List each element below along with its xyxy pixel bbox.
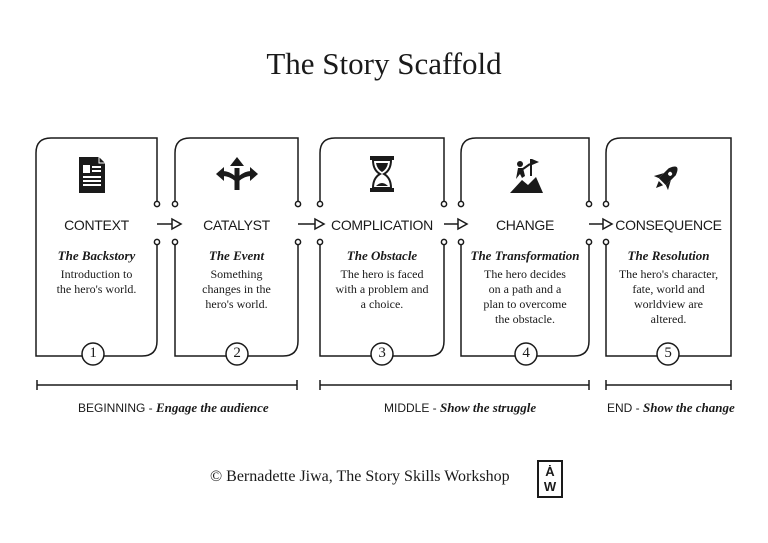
step-label-complication: COMPLICATION (331, 217, 433, 233)
connector-dot (316, 238, 324, 246)
arrow-icon (157, 217, 183, 231)
document-icon (79, 157, 105, 193)
connector-dot (153, 238, 161, 246)
phase-bracket-end (605, 380, 732, 390)
card-outline-4 (460, 137, 590, 357)
connector-dot (457, 200, 465, 208)
connector-dot (316, 200, 324, 208)
phase-beginning: BEGINNING - Engage the audience (78, 400, 269, 415)
connector-dot (440, 200, 448, 208)
step-subtitle: The Obstacle (346, 248, 418, 263)
phase-bracket-beginning (36, 380, 298, 390)
connector-dot (171, 238, 179, 246)
arrow-icon (444, 217, 469, 231)
rocket-icon (653, 166, 678, 191)
step-label-consequence: CONSEQUENCE (615, 217, 722, 233)
step-number: 1 (89, 345, 97, 361)
connector-dot (171, 200, 179, 208)
card-outline-1 (35, 137, 158, 357)
crossroads-arrows-icon (216, 157, 258, 190)
connector-dot (440, 238, 448, 246)
phase-bracket-middle (319, 380, 590, 390)
step-number-circle (656, 342, 680, 366)
copyright-footer: © Bernadette Jiwa, The Story Skills Work… (210, 468, 510, 485)
step-number-circle (81, 342, 105, 366)
phase-middle: MIDDLE - Show the struggle (384, 400, 537, 415)
step-subtitle: The Resolution (627, 248, 710, 263)
connector-dot (602, 238, 610, 246)
climber-flag-icon (510, 159, 543, 193)
step-number-circle (225, 342, 249, 366)
step-subtitle: The Backstory (57, 248, 136, 263)
card-outline-5 (605, 137, 732, 357)
step-subtitle: The Event (208, 248, 265, 263)
phase-end: END - Show the change (607, 400, 735, 415)
connector-dot (294, 238, 302, 246)
aw-logo: Ȧ W (537, 460, 563, 498)
step-number-circle (370, 342, 394, 366)
arrow-icon (298, 217, 326, 231)
card-outline-3 (319, 137, 445, 357)
connector-dot (294, 200, 302, 208)
step-number-circle (514, 342, 538, 366)
step-number: 4 (522, 345, 530, 361)
connector-dot (585, 200, 593, 208)
step-label-context: CONTEXT (64, 217, 129, 233)
step-number: 5 (664, 345, 672, 361)
step-number: 2 (233, 345, 241, 361)
hourglass-icon (370, 156, 394, 192)
step-subtitle: The Transformation (470, 248, 580, 263)
connector-dot (602, 200, 610, 208)
connector-dot (585, 238, 593, 246)
step-label-change: CHANGE (495, 217, 555, 233)
connector-dot (153, 200, 161, 208)
arrow-icon (589, 217, 614, 231)
step-label-catalyst: CATALYST (203, 217, 270, 233)
step-number: 3 (378, 345, 386, 361)
connector-dot (457, 238, 465, 246)
page-title: The Story Scaffold (266, 46, 502, 81)
card-outline-2 (174, 137, 299, 357)
